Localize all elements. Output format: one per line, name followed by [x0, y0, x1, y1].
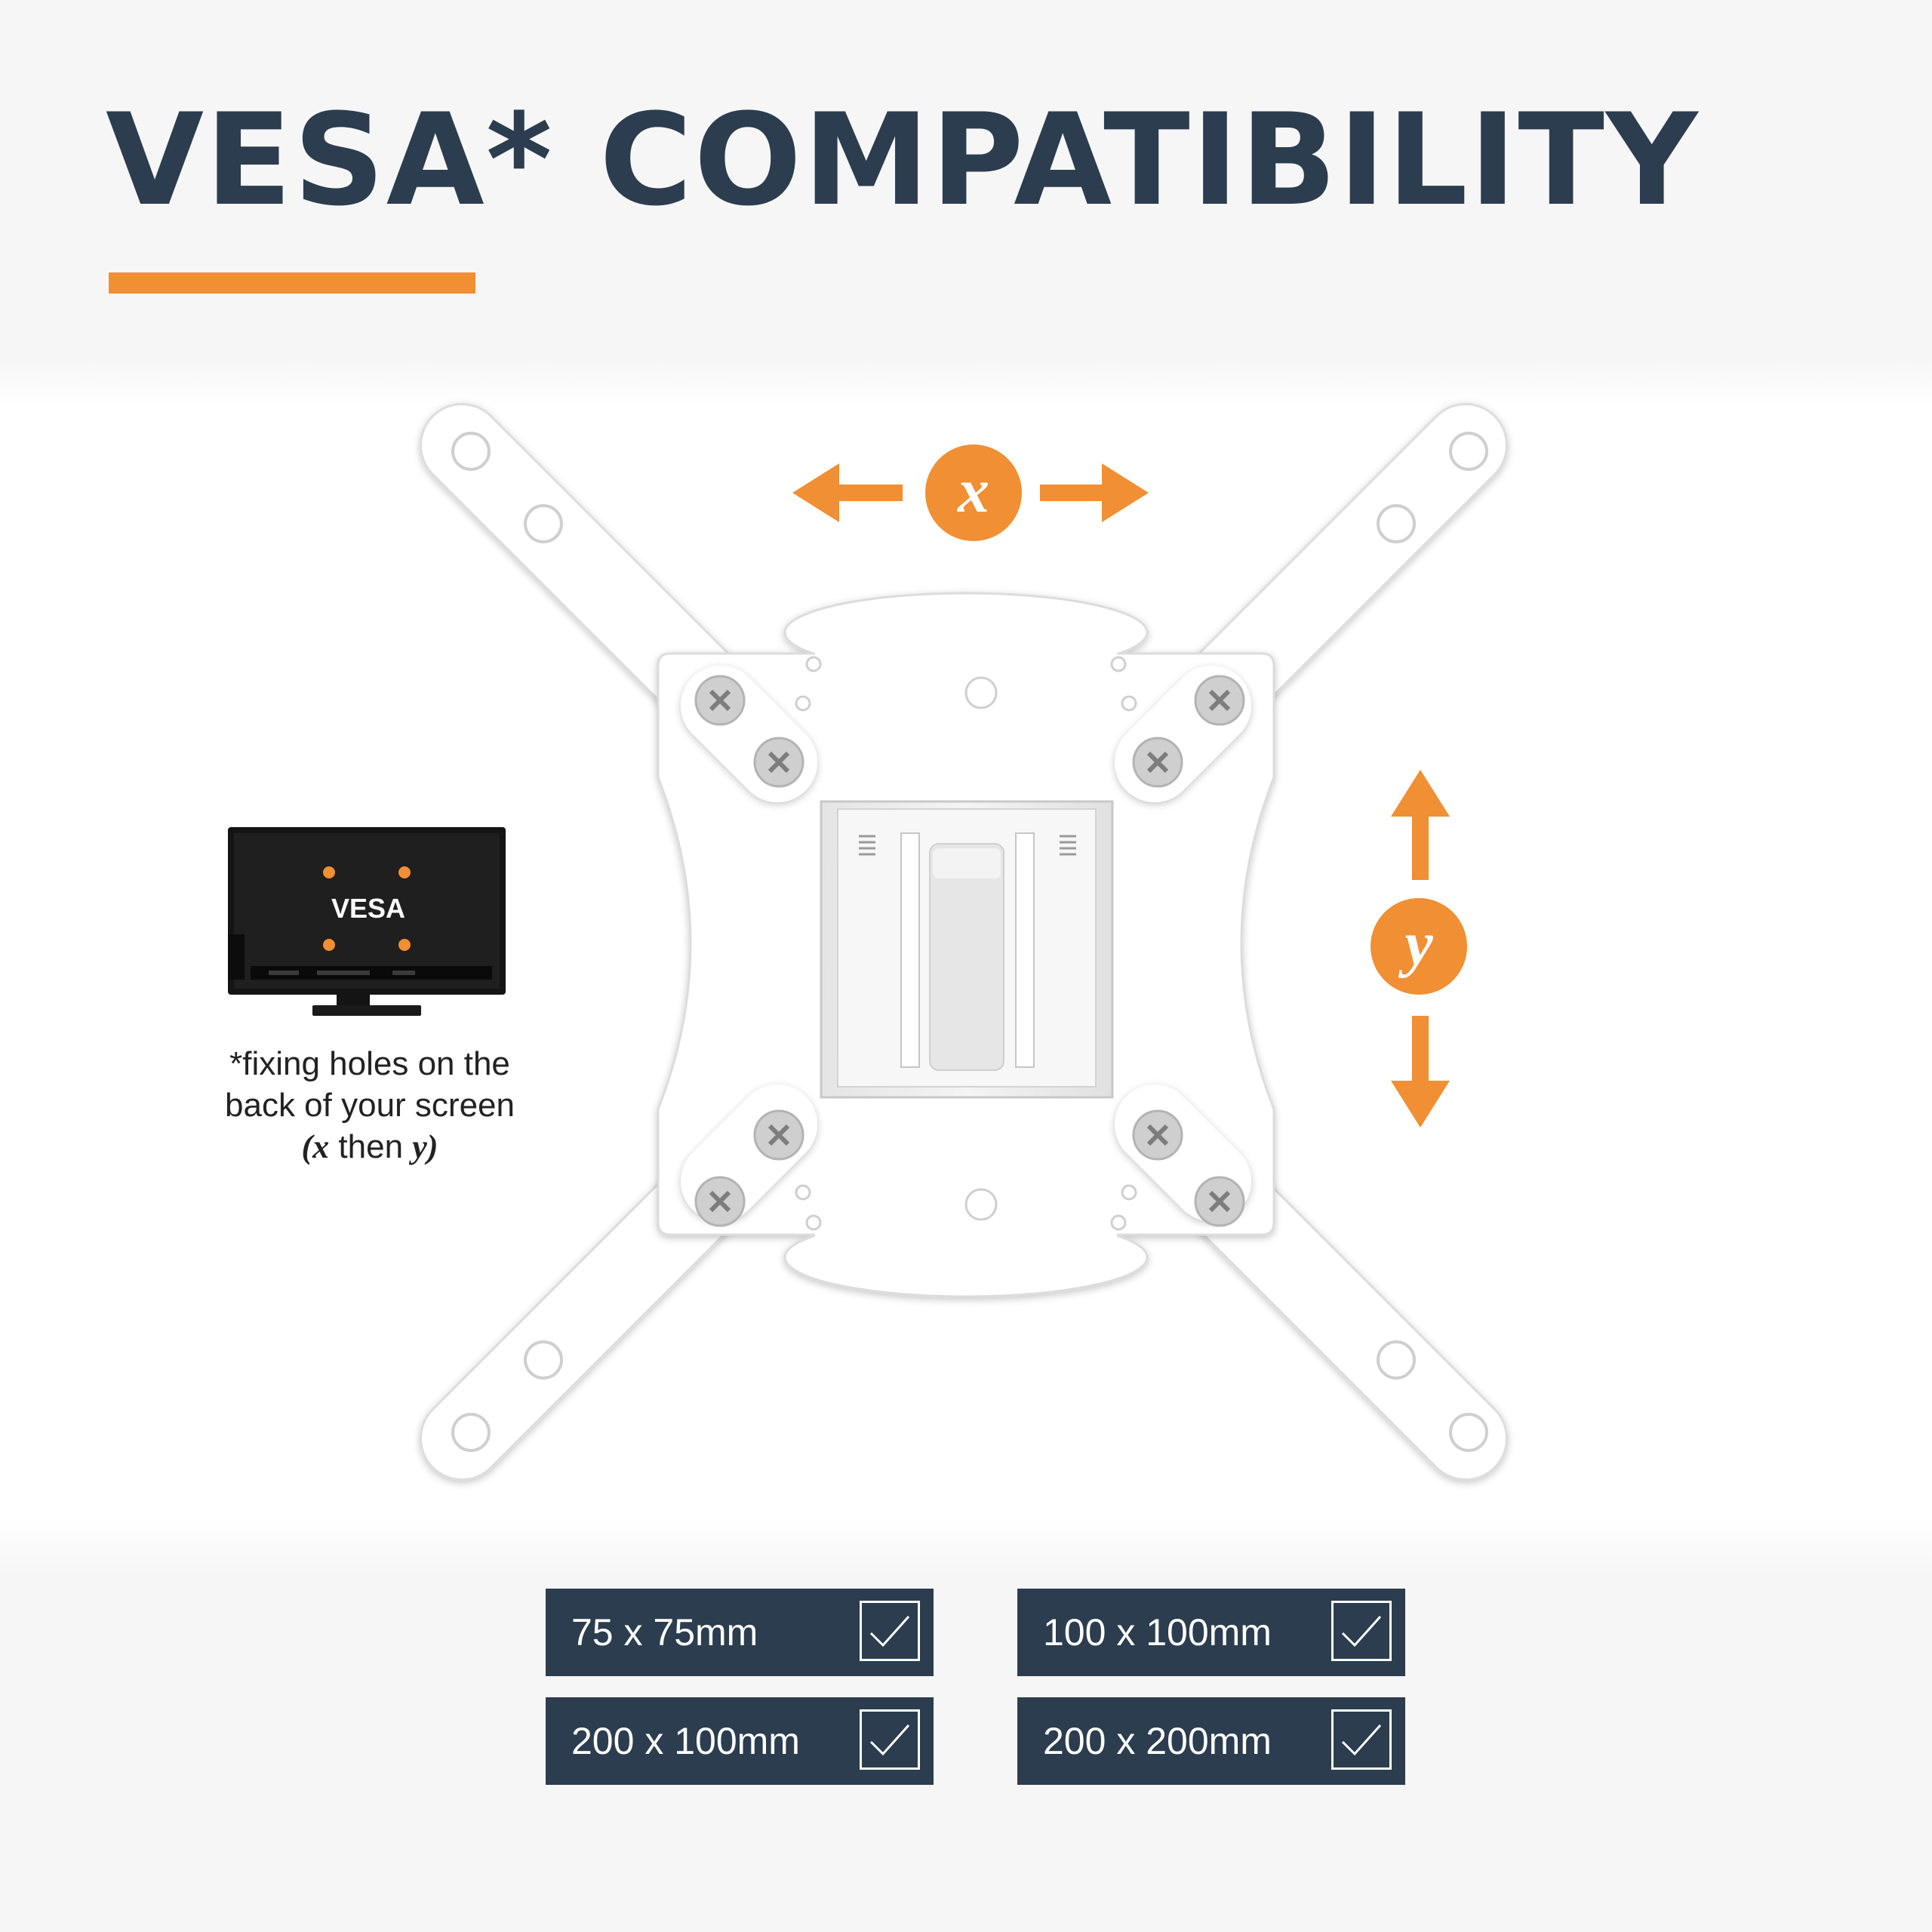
caption-line-2: back of your screen — [225, 1087, 515, 1124]
footer-band — [0, 1517, 1932, 1932]
x-label: x — [956, 456, 989, 526]
caption-line-3: (x then y) — [301, 1128, 438, 1165]
tv-vesa-label: VESA — [331, 893, 405, 924]
caption-then: then — [338, 1128, 404, 1165]
check-icon — [1331, 1601, 1392, 1661]
title-underline — [109, 272, 475, 294]
caption-line-1: *fixing holes on the — [229, 1045, 510, 1082]
x-direction-arrows: x — [792, 445, 1149, 541]
check-icon — [860, 1709, 920, 1770]
y-direction-arrows: y — [1371, 770, 1467, 1128]
vesa-size-100x100: 100 x 100mm — [1017, 1589, 1405, 1676]
caption-y: y — [412, 1128, 427, 1165]
tv-back-icon: VESA — [228, 827, 506, 1016]
arm-holes — [451, 432, 1488, 1452]
vesa-size-label: 100 x 100mm — [1043, 1611, 1272, 1654]
y-badge — [1371, 898, 1467, 995]
check-icon — [1331, 1709, 1392, 1770]
caption-x: x — [312, 1128, 330, 1165]
header-band — [0, 0, 1932, 408]
vesa-size-label: 200 x 100mm — [571, 1720, 800, 1762]
screws — [694, 675, 1245, 1227]
x-badge — [925, 445, 1022, 541]
vesa-size-75x75: 75 x 75mm — [546, 1589, 934, 1676]
vesa-size-label: 200 x 200mm — [1043, 1720, 1272, 1762]
vesa-size-200x200: 200 x 200mm — [1017, 1697, 1405, 1785]
vesa-size-200x100: 200 x 100mm — [546, 1697, 934, 1785]
inner-bracket — [820, 800, 1114, 1099]
plate-holes — [795, 656, 1137, 1231]
check-icon — [860, 1601, 920, 1661]
tv-caption: *fixing holes on the back of your screen… — [189, 1043, 551, 1168]
vesa-size-label: 75 x 75mm — [571, 1611, 758, 1654]
page-title: VESA* COMPATIBILITY — [106, 86, 1700, 234]
